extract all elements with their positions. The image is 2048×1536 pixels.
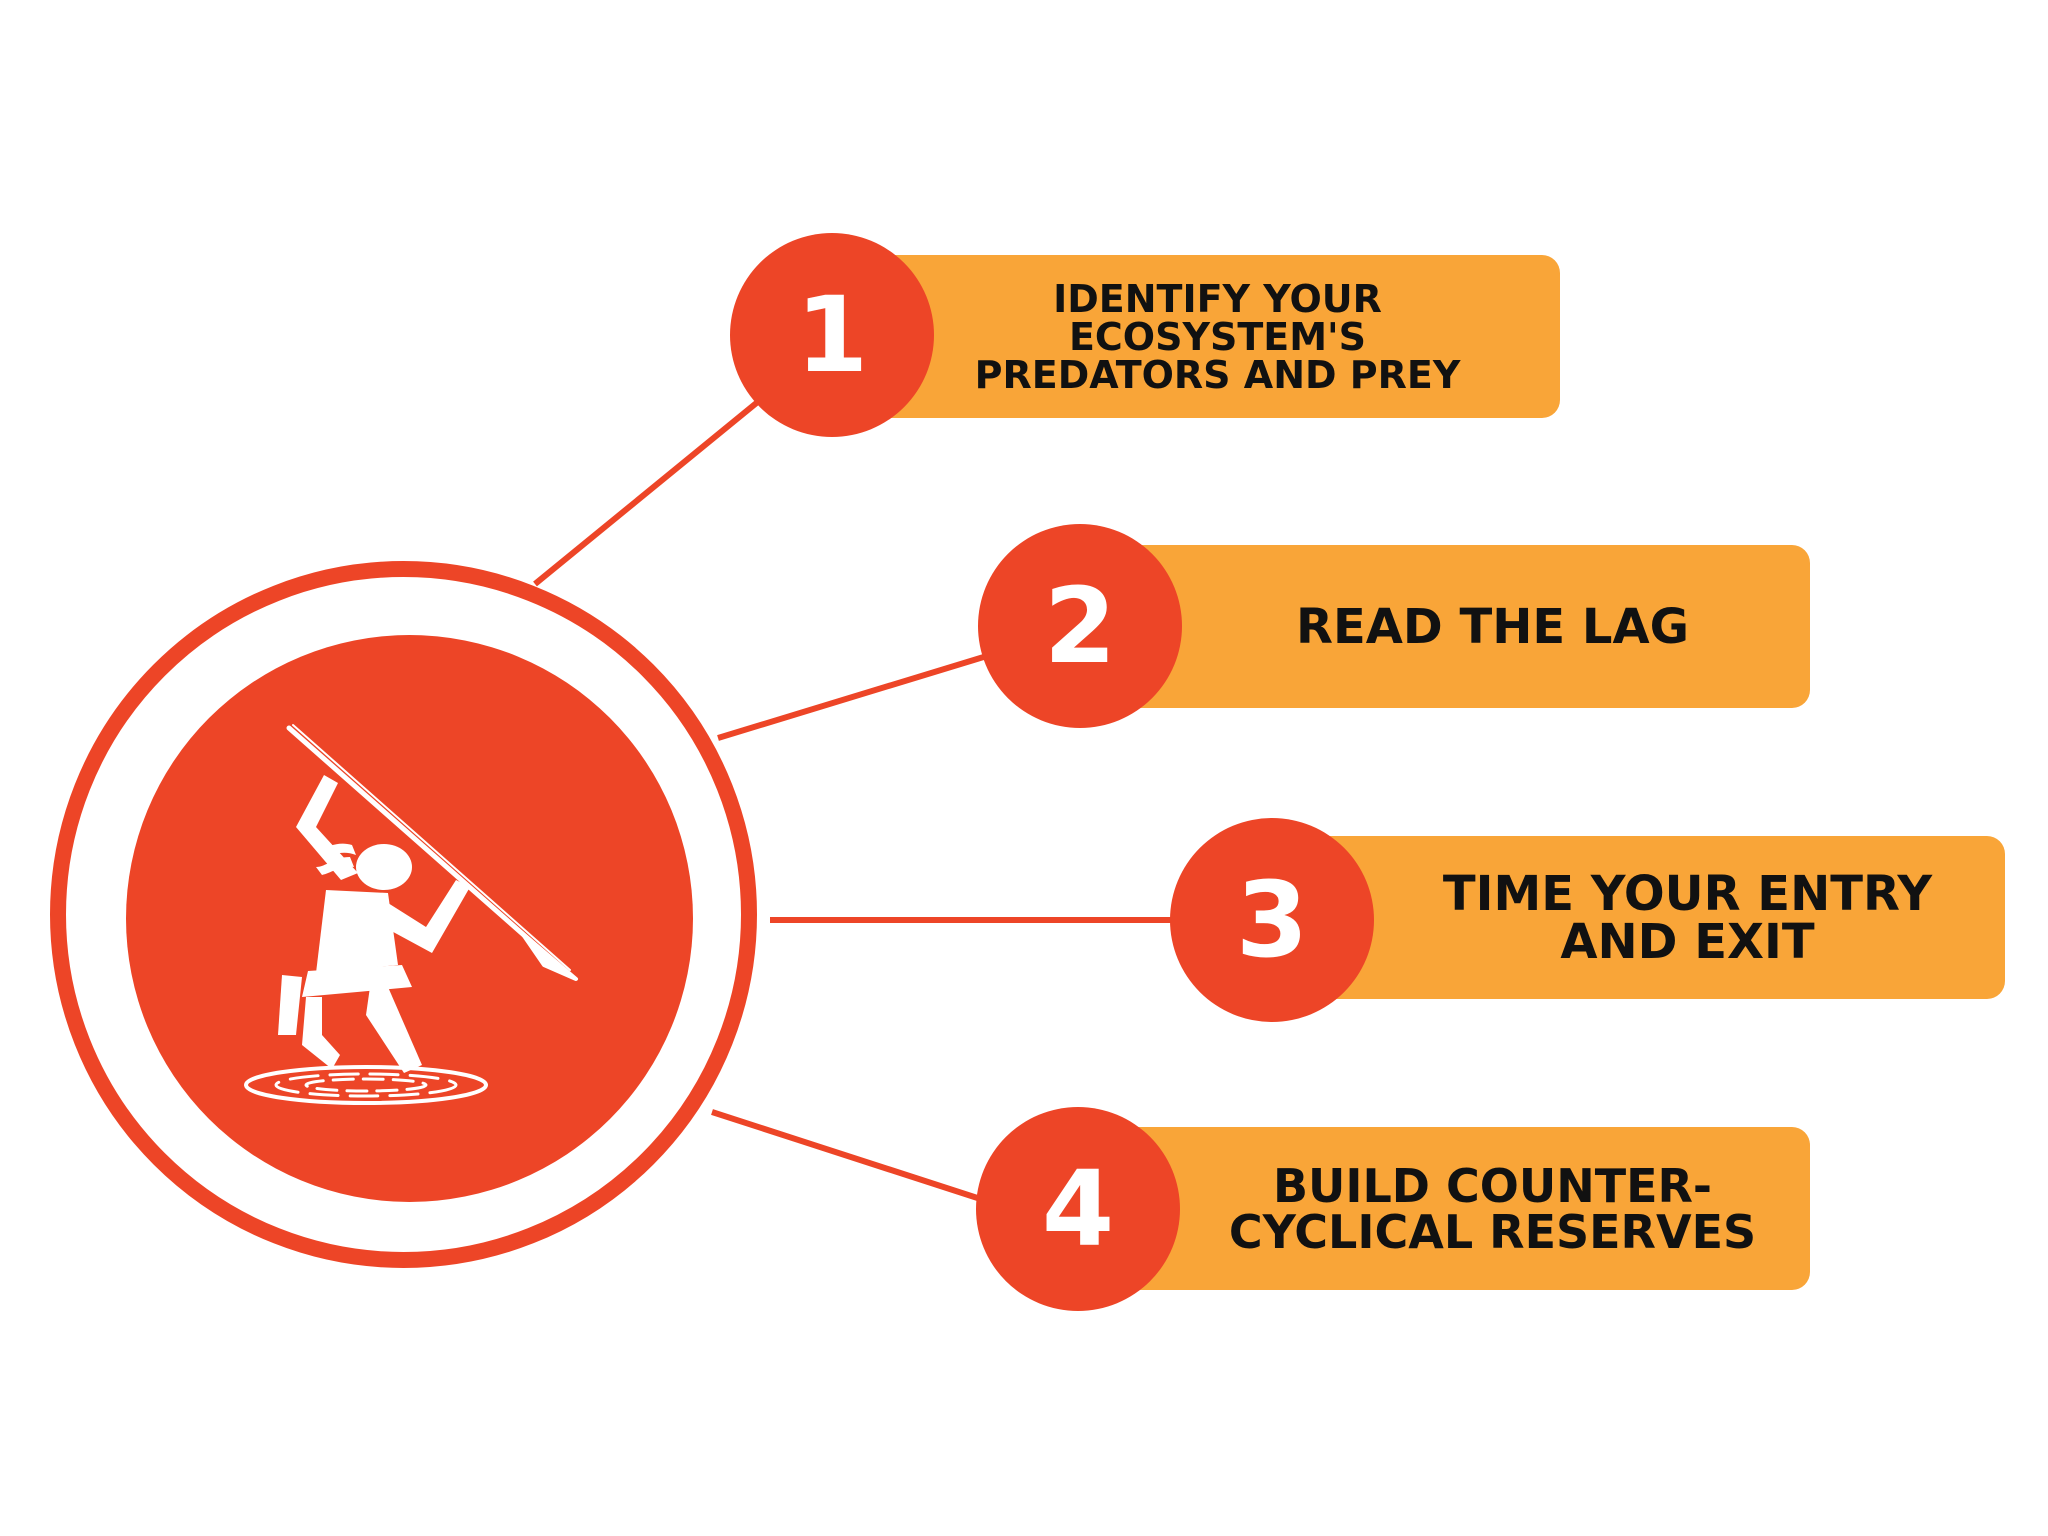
step-1-number: 1 (795, 274, 869, 396)
step-4-label: BUILD COUNTER- CYCLICAL RESERVES (1228, 1158, 1757, 1259)
step-3-circle: 3 (1170, 818, 1374, 1022)
step-1-box: IDENTIFY YOUR ECOSYSTEM'S PREDATORS AND … (855, 255, 1560, 418)
step-4-number: 4 (1041, 1148, 1115, 1270)
step-1-label: IDENTIFY YOUR ECOSYSTEM'S PREDATORS AND … (974, 276, 1461, 397)
connector-line-1 (533, 393, 767, 587)
step-2-circle: 2 (978, 524, 1182, 728)
step-1-circle: 1 (730, 233, 934, 437)
step-3-label: TIME YOUR ENTRY AND EXIT (1442, 865, 1933, 970)
step-4-circle: 4 (976, 1107, 1180, 1311)
step-4-box: BUILD COUNTER- CYCLICAL RESERVES (1105, 1127, 1810, 1290)
connector-line-4 (711, 1109, 997, 1207)
step-2-label: READ THE LAG (1296, 598, 1689, 655)
connector-line-2 (717, 649, 1001, 741)
step-2-number: 2 (1043, 565, 1117, 687)
hub-circle (126, 635, 693, 1202)
step-3-box: TIME YOUR ENTRY AND EXIT (1300, 836, 2005, 999)
spear-fisher-icon (244, 724, 578, 1105)
step-2-box: READ THE LAG (1105, 545, 1810, 708)
step-3-number: 3 (1235, 859, 1309, 981)
